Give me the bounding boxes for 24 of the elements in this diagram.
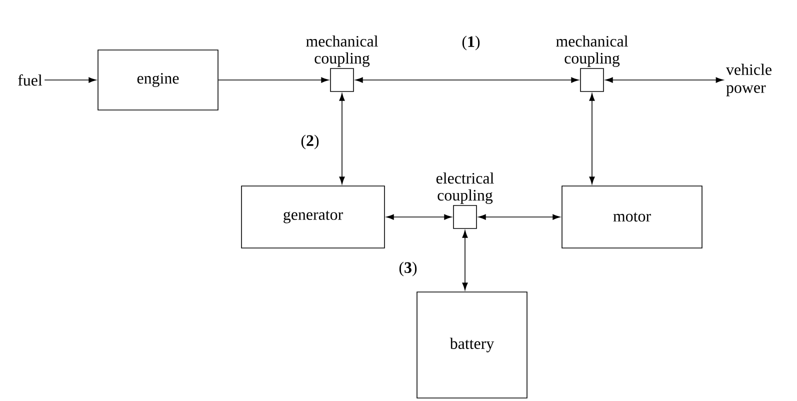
- arrow: [589, 93, 595, 184]
- arrow: [386, 214, 452, 220]
- terminal-label: fuel: [18, 74, 42, 86]
- terminal-label: vehicle power: [726, 64, 772, 96]
- coupling-box: mechanical coupling: [556, 35, 628, 92]
- node-label: electrical coupling: [436, 172, 494, 204]
- block-box: battery: [416, 292, 528, 398]
- arrow: [339, 93, 345, 184]
- arrow: [605, 77, 724, 83]
- arrow: [478, 214, 560, 220]
- arrow: [462, 230, 468, 290]
- edge-label: (3): [398, 260, 418, 278]
- node-label: mechanical coupling: [306, 35, 378, 67]
- arrow: [218, 77, 329, 83]
- edge-label: (2): [300, 134, 320, 150]
- node-label: mechanical coupling: [556, 35, 628, 67]
- edge-label: (1): [460, 34, 482, 52]
- coupling-box: electrical coupling: [436, 172, 494, 229]
- arrow: [355, 77, 579, 83]
- coupling-box: mechanical coupling: [306, 35, 378, 92]
- block-box: motor: [562, 186, 702, 248]
- block-box: generator: [241, 186, 385, 248]
- arrow: [44, 77, 96, 83]
- block-box: engine: [98, 50, 218, 110]
